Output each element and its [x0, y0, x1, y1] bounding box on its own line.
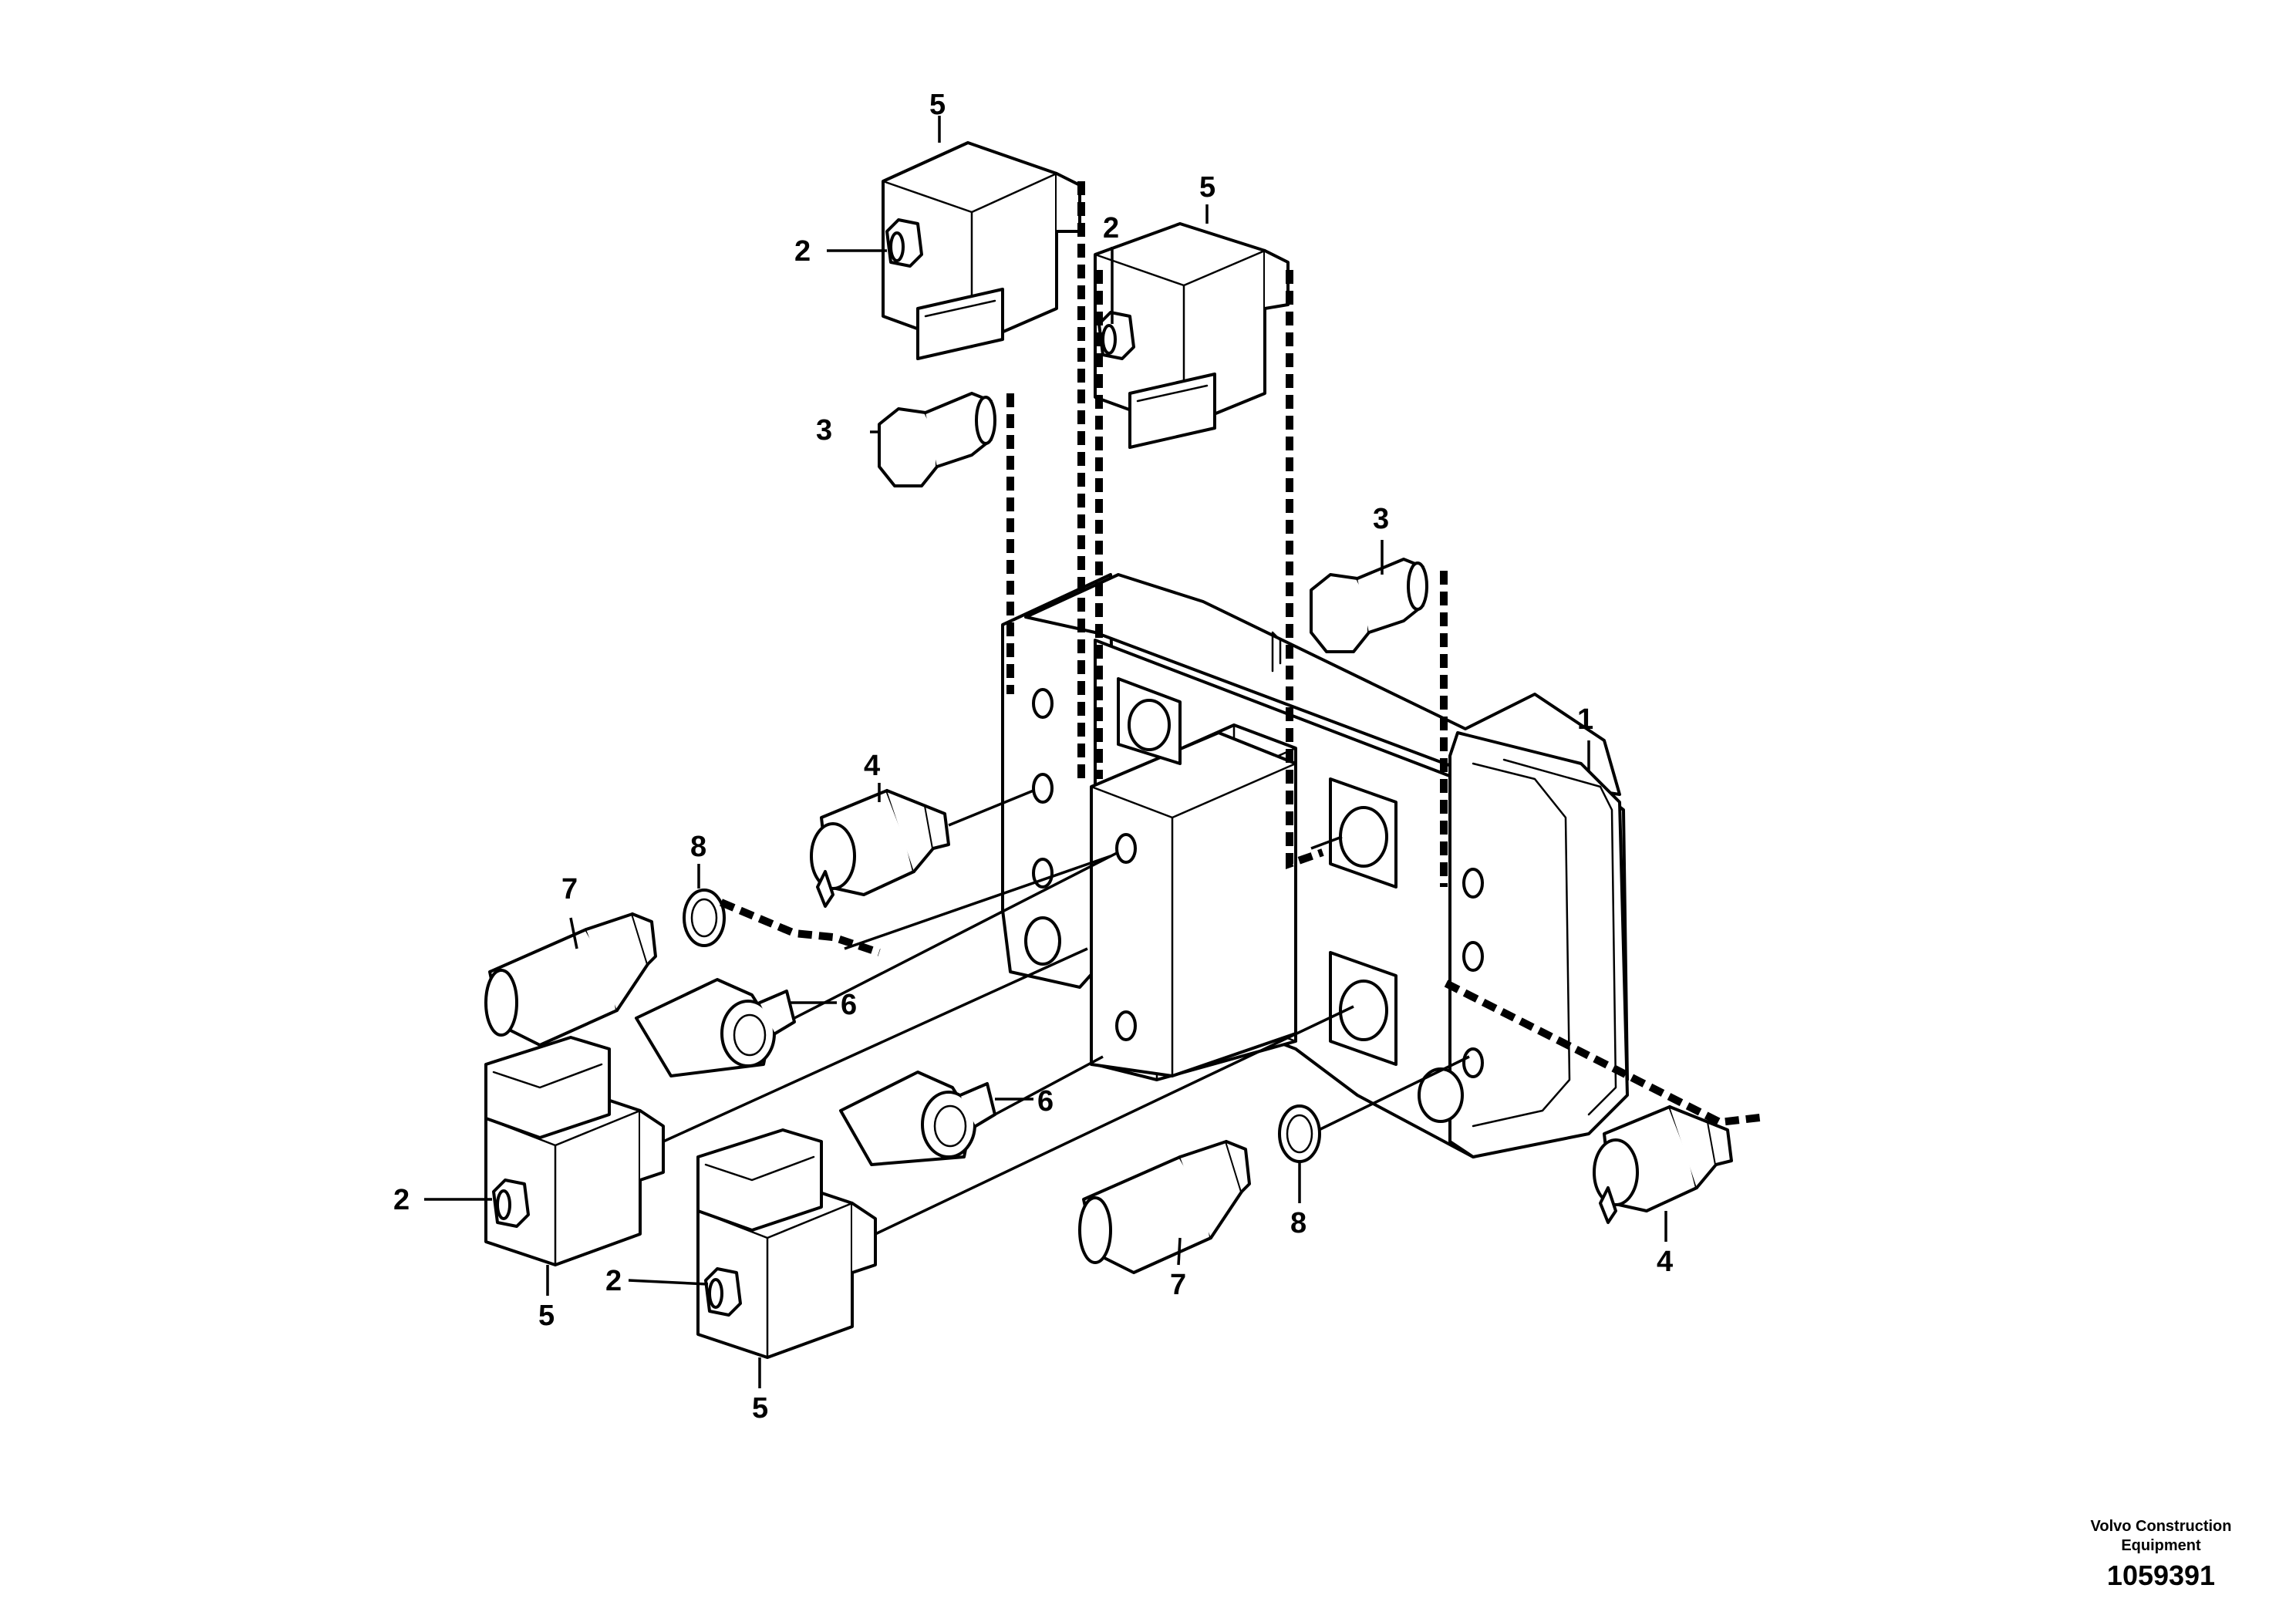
electrical-connector-left	[484, 912, 657, 1047]
callout-6: 6	[1037, 1085, 1054, 1118]
company-name-line2: Equipment	[2121, 1537, 2201, 1554]
callout-7: 7	[561, 873, 578, 905]
callout-8: 8	[1290, 1207, 1306, 1239]
callout-2: 2	[1103, 212, 1119, 244]
assembly-lines	[663, 181, 1767, 1236]
callout-5: 5	[1199, 171, 1215, 204]
electrical-connector-right	[1078, 1140, 1251, 1274]
callout-4: 4	[864, 750, 880, 782]
solenoid-coil-top-right	[1094, 222, 1290, 449]
callout-3: 3	[1373, 503, 1389, 535]
valve-block	[1001, 573, 1629, 1158]
callout-5: 5	[929, 89, 946, 121]
pressure-sensor-left	[810, 789, 950, 908]
solenoid-coil-bottom-left	[484, 1036, 665, 1266]
callout-5: 5	[752, 1392, 768, 1425]
callout-2: 2	[794, 235, 811, 268]
pressure-sensor-right	[1593, 1105, 1733, 1224]
plug-right	[1310, 558, 1428, 653]
callout-4: 4	[1657, 1246, 1673, 1278]
callout-1: 1	[1577, 703, 1593, 736]
company-name-line1: Volvo Construction	[2091, 1518, 2232, 1535]
callout-2: 2	[393, 1184, 410, 1216]
callout-3: 3	[816, 414, 832, 447]
plug-top-left	[878, 392, 996, 487]
seal-ring-left	[683, 889, 726, 947]
elbow-connector-upper	[635, 978, 796, 1077]
elbow-connector-lower	[839, 1071, 996, 1166]
callout-6: 6	[841, 989, 857, 1021]
credit-block: Volvo Construction Equipment 1059391	[2091, 1518, 2232, 1591]
drawing-number: 1059391	[2107, 1560, 2215, 1591]
callout-leaders	[424, 116, 1667, 1388]
solenoid-coil-bottom-middle	[696, 1128, 877, 1359]
callout-8: 8	[690, 831, 706, 863]
seal-ring-right	[1278, 1104, 1321, 1163]
callout-7: 7	[1170, 1269, 1186, 1301]
callout-labels: 5 2 5 2 3 3 1 4 8 7 6 6 2 5 2 5 7 8 4	[393, 89, 1673, 1425]
solenoid-coil-top-left	[882, 141, 1081, 360]
callout-5: 5	[538, 1300, 555, 1332]
callout-2: 2	[605, 1265, 622, 1297]
